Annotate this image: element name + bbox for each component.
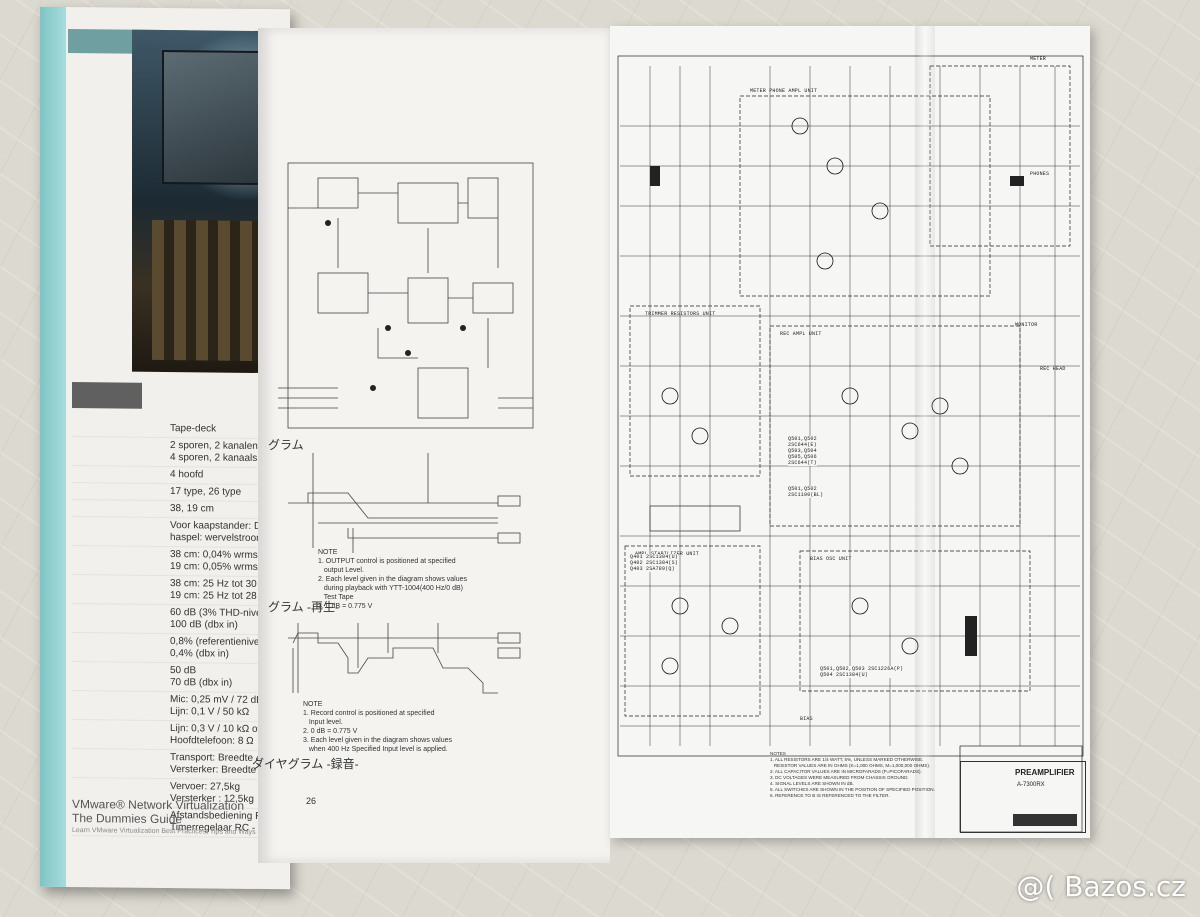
diagram-heading-3: ダイヤグラム -録音- bbox=[252, 757, 359, 771]
spec-key bbox=[72, 577, 170, 602]
circuit-schematic bbox=[617, 55, 1084, 833]
unit-label: REC HEAD bbox=[1040, 366, 1066, 372]
unit-label: METER PHONE AMPL UNIT bbox=[750, 88, 818, 94]
spec-key bbox=[72, 422, 170, 435]
spec-key bbox=[72, 548, 170, 573]
unit-label: METER bbox=[1030, 56, 1047, 62]
spec-key bbox=[72, 439, 170, 464]
note-1-label: NOTE bbox=[318, 549, 338, 556]
unit-label: REC AMPL UNIT bbox=[780, 331, 822, 337]
block-diagram bbox=[278, 162, 534, 694]
schematic-title: PREAMPLIFIER bbox=[1015, 768, 1075, 777]
note-1-lines: 1. OUTPUT control is positioned at speci… bbox=[318, 558, 468, 610]
spec-key bbox=[72, 635, 170, 660]
note-2-lines: 1. Record control is positioned at speci… bbox=[303, 710, 453, 753]
brand-box bbox=[1013, 814, 1077, 826]
spec-key bbox=[72, 519, 170, 544]
note-1: NOTE 1. OUTPUT control is positioned at … bbox=[318, 548, 588, 611]
unit-label: BIAS OSC UNIT bbox=[810, 556, 852, 562]
diagram-heading-2: グラム -再生- bbox=[268, 600, 339, 614]
spec-key bbox=[72, 606, 170, 631]
schematic-sheet: METER PHONE AMPL UNIT TRIMMER RESISTORS U… bbox=[610, 26, 1090, 838]
note-2-label: NOTE bbox=[303, 701, 323, 708]
spec-key bbox=[72, 502, 170, 515]
schematic-notes: NOTES 1. ALL RESISTORS ARE 1/4 WATT, 5%,… bbox=[770, 751, 935, 798]
transistor-label: Q501,Q502 2SC644(E) Q503,Q504 Q505,Q506 … bbox=[788, 436, 817, 466]
unit-label: BIAS bbox=[800, 716, 813, 722]
diagram-heading-1: グラム bbox=[268, 438, 304, 452]
transistor-label: Q401 2SC1384(U) Q402 2SC1384(S) Q403 2SA… bbox=[630, 554, 679, 572]
schematic-model: A-7300RX bbox=[1017, 782, 1045, 788]
unit-label: TRIMMER RESISTORS UNIT bbox=[645, 311, 716, 317]
spec-key bbox=[72, 751, 170, 776]
spec-key bbox=[72, 693, 170, 718]
unit-label: MONITOR bbox=[1015, 322, 1038, 328]
manual-page: グラム NOTE 1. OUTPUT control is positioned… bbox=[252, 28, 610, 863]
spec-key bbox=[72, 468, 170, 481]
watermark: @( Bazos.cz bbox=[1016, 870, 1186, 903]
spec-key bbox=[72, 485, 170, 498]
spec-table-header-box bbox=[72, 382, 142, 409]
page-fold bbox=[915, 26, 935, 838]
page-number: 26 bbox=[306, 796, 317, 806]
spec-key bbox=[72, 664, 170, 689]
unit-label: PHONES bbox=[1030, 171, 1050, 177]
note-2: NOTE 1. Record control is positioned at … bbox=[303, 700, 593, 754]
transistor-label: Q501,Q502,Q503 2SC1226A(P) Q504 2SC1384(… bbox=[820, 666, 904, 678]
title-block: PREAMPLIFIER A-7300RX bbox=[960, 761, 1086, 833]
transistor-label: Q501,Q502 2SC1100(BL) bbox=[788, 486, 824, 498]
spec-key bbox=[72, 722, 170, 747]
magazine-spine bbox=[40, 6, 66, 887]
